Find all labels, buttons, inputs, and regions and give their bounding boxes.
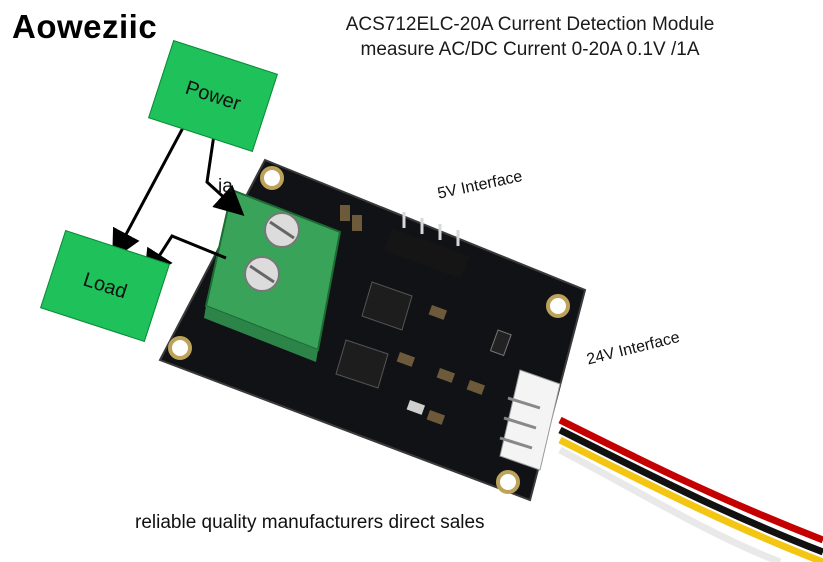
smd-part — [352, 215, 362, 231]
smd-part — [428, 305, 448, 320]
smd-part — [406, 399, 426, 415]
smd-part — [396, 352, 416, 367]
header-5v — [383, 212, 470, 279]
smd-part — [489, 329, 512, 357]
mount-hole-bottom-left — [168, 336, 192, 360]
smd-part — [436, 367, 456, 383]
chip-u1 — [335, 339, 389, 389]
title-line-1: ACS712ELC-20A Current Detection Module — [345, 14, 715, 35]
product-title: ACS712ELC-20A Current Detection Module m… — [300, 12, 760, 62]
caption: reliable quality manufacturers direct sa… — [135, 512, 485, 533]
ribbon-cable — [558, 416, 823, 562]
mount-hole-top-right — [546, 294, 570, 318]
brand-logo: Aoweziic — [12, 8, 158, 45]
title-line-2: measure AC/DC Current 0-20A 0.1V /1A — [360, 39, 700, 60]
pcb-board — [158, 158, 587, 502]
load-label: Load — [80, 268, 130, 303]
chip-acs712 — [361, 281, 413, 331]
power-label: Power — [182, 76, 244, 115]
smd-part — [340, 205, 350, 221]
connector-24v — [499, 369, 561, 471]
terminal-block — [204, 188, 342, 362]
mount-hole-top-left — [260, 166, 284, 190]
smd-part — [426, 410, 446, 425]
current-label: ia — [218, 176, 233, 197]
smd-part — [466, 379, 486, 395]
mount-hole-bottom-right — [496, 470, 520, 494]
